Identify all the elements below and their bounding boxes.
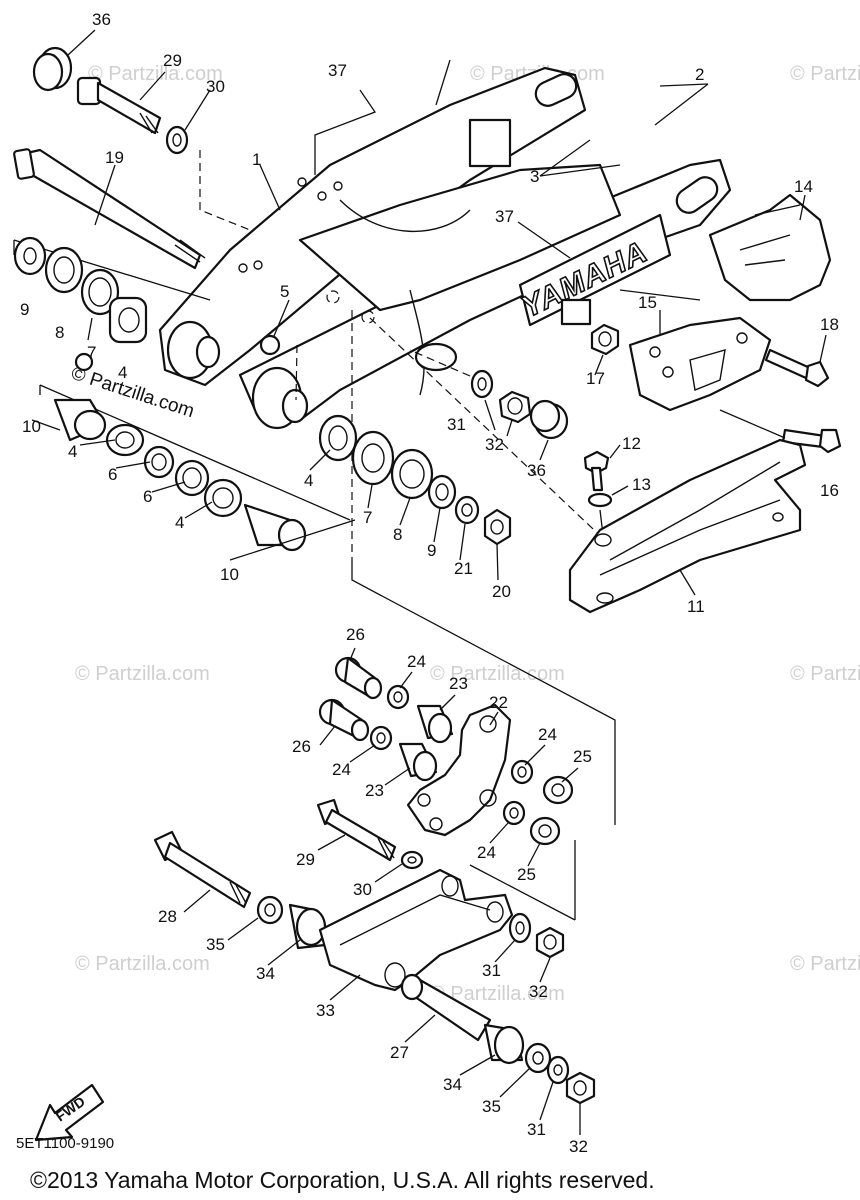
callout-32: 32	[485, 435, 504, 454]
callout-29: 29	[163, 51, 182, 70]
watermark-1: © Partzilla.com	[88, 63, 223, 85]
chain-guide-part	[708, 193, 832, 302]
callout-10b: 10	[220, 565, 239, 584]
watermark-6: © Partzilla.com	[790, 663, 860, 685]
callout-31: 31	[447, 415, 466, 434]
callout-23b: 23	[365, 781, 384, 800]
callout-37: 37	[328, 61, 347, 80]
callout-4c: 4	[175, 513, 184, 532]
callout-9: 9	[20, 300, 29, 319]
callout-25b: 25	[517, 865, 536, 884]
callout-30: 30	[206, 77, 225, 96]
callout-labels: 36 29 30 37 2 3 19 1 37 14 9 8 5 7 4 15 …	[20, 10, 839, 1156]
callout-24c: 24	[538, 725, 557, 744]
pivot-shaft-part	[13, 148, 206, 270]
callout-24d: 24	[477, 843, 496, 862]
callout-13: 13	[632, 475, 651, 494]
callout-24: 24	[407, 652, 426, 671]
watermark-4: © Partzilla.com	[75, 663, 210, 685]
callout-15: 15	[638, 293, 657, 312]
copyright-notice: ©2013 Yamaha Motor Corporation, U.S.A. A…	[30, 1167, 655, 1193]
callout-7: 7	[87, 343, 96, 362]
callout-34: 34	[256, 964, 275, 983]
right-pivot-stack	[318, 414, 512, 546]
callout-8b: 8	[393, 525, 402, 544]
callout-7b: 7	[363, 508, 372, 527]
watermark-8: © Partzilla.com	[430, 983, 565, 1005]
callout-14: 14	[794, 177, 813, 196]
callout-18: 18	[820, 315, 839, 334]
watermark-9: © Partzilla.com	[790, 953, 860, 975]
callout-12: 12	[622, 434, 641, 453]
connecting-rod-parts	[153, 798, 596, 1105]
callout-35: 35	[206, 935, 225, 954]
callout-30b: 30	[353, 880, 372, 899]
watermark-5: © Partzilla.com	[430, 663, 565, 685]
callout-35b: 35	[482, 1097, 501, 1116]
callout-6b: 6	[143, 487, 152, 506]
callout-22: 22	[489, 693, 508, 712]
callout-36: 36	[92, 10, 111, 29]
callout-2: 2	[695, 65, 704, 84]
callout-31c: 31	[527, 1120, 546, 1139]
callout-34b: 34	[443, 1075, 462, 1094]
left-pivot-stack	[13, 236, 148, 344]
callout-17: 17	[586, 369, 605, 388]
callout-4d: 4	[304, 471, 313, 490]
watermark-3: © Partzilla.com	[790, 63, 860, 85]
swingarm-part: YAMAHA	[158, 66, 732, 430]
callout-23: 23	[449, 674, 468, 693]
fwd-arrow-icon: FWD	[34, 1083, 105, 1142]
chain-guide-bracket-part	[619, 289, 772, 412]
watermark-7: © Partzilla.com	[75, 953, 210, 975]
callout-4: 4	[118, 363, 127, 382]
callout-19: 19	[105, 148, 124, 167]
callout-31b: 31	[482, 961, 501, 980]
lower-left-bearing-stack	[53, 398, 307, 552]
diagram-code: 5ET1100-9190	[16, 1135, 114, 1152]
callout-4b: 4	[68, 442, 77, 461]
callout-27: 27	[390, 1043, 409, 1062]
callout-26b: 26	[292, 737, 311, 756]
callout-32c: 32	[569, 1137, 588, 1156]
callout-29b: 29	[296, 850, 315, 869]
callout-37b: 37	[495, 207, 514, 226]
callout-10: 10	[22, 417, 41, 436]
callout-28: 28	[158, 907, 177, 926]
callout-36b: 36	[527, 461, 546, 480]
callout-1: 1	[252, 150, 261, 169]
chain-slider-part	[568, 438, 807, 614]
callout-32b: 32	[529, 982, 548, 1001]
callout-6: 6	[108, 465, 117, 484]
callout-26: 26	[346, 625, 365, 644]
callout-33: 33	[316, 1001, 335, 1020]
callout-20: 20	[492, 582, 511, 601]
axle-hardware	[409, 349, 569, 440]
callout-8: 8	[55, 323, 64, 342]
callout-9b: 9	[427, 541, 436, 560]
callout-16: 16	[820, 481, 839, 500]
callout-25: 25	[573, 747, 592, 766]
relay-arm-parts	[318, 656, 576, 921]
callout-21: 21	[454, 559, 473, 578]
callout-11: 11	[687, 597, 705, 616]
callout-24b: 24	[332, 760, 351, 779]
bolt-top-part	[76, 71, 166, 135]
callout-3: 3	[530, 167, 539, 186]
callout-5: 5	[280, 282, 289, 301]
